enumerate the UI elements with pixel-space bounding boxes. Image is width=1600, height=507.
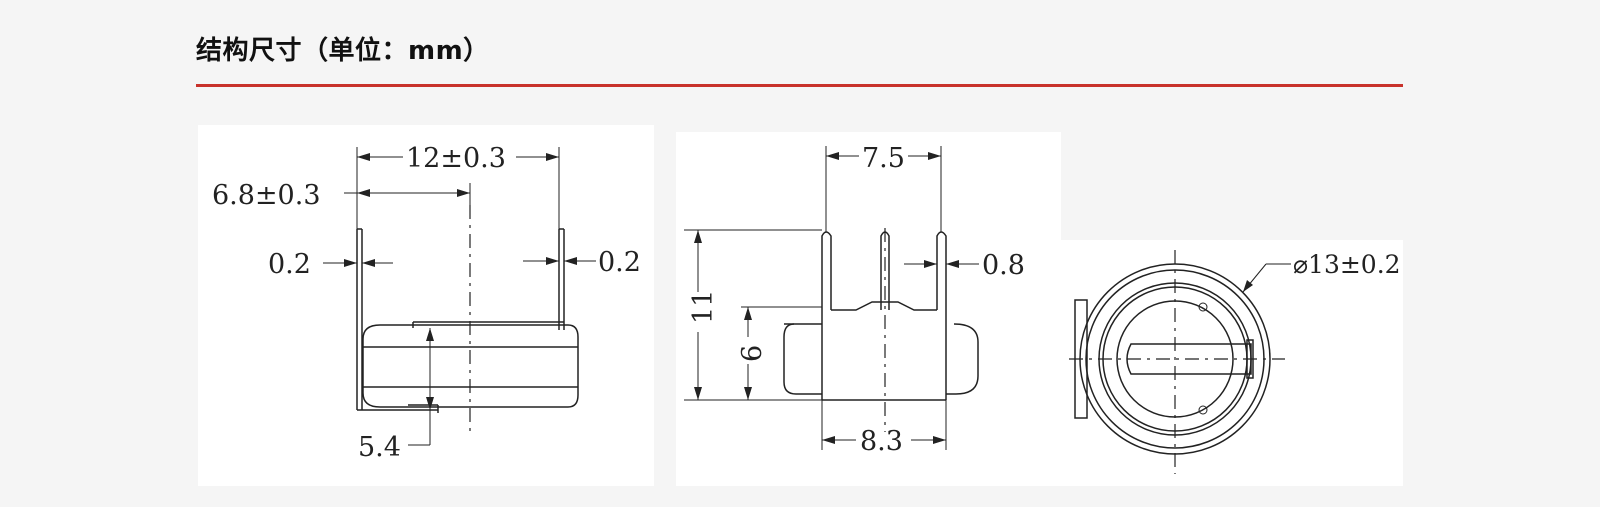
dim-pin-offset: 6.8±0.3 (212, 180, 321, 211)
dim-pin-thickness-right: 0.2 (598, 247, 641, 278)
dim-pin-width: 0.8 (982, 250, 1025, 281)
dim-pin-thickness-left: 0.2 (268, 249, 311, 280)
front-view-drawing: 7.5 11 6 0.8 (676, 132, 1061, 486)
dim-total-width: 12±0.3 (406, 143, 506, 174)
dim-total-height: 11 (688, 290, 719, 324)
dim-body-height: 5.4 (358, 432, 401, 463)
dim-base-width: 8.3 (860, 426, 903, 457)
dim-diameter: ⌀13±0.2 (1293, 250, 1401, 279)
side-view-drawing: 12±0.3 6.8±0.3 0.2 0.2 (198, 125, 654, 486)
dim-pin-spacing: 7.5 (862, 143, 905, 174)
title-underline (196, 84, 1403, 87)
top-view-drawing: ⌀13±0.2 (1061, 240, 1403, 486)
section-title: 结构尺寸（单位：mm） (196, 36, 490, 66)
dim-body-height-front: 6 (737, 345, 768, 362)
